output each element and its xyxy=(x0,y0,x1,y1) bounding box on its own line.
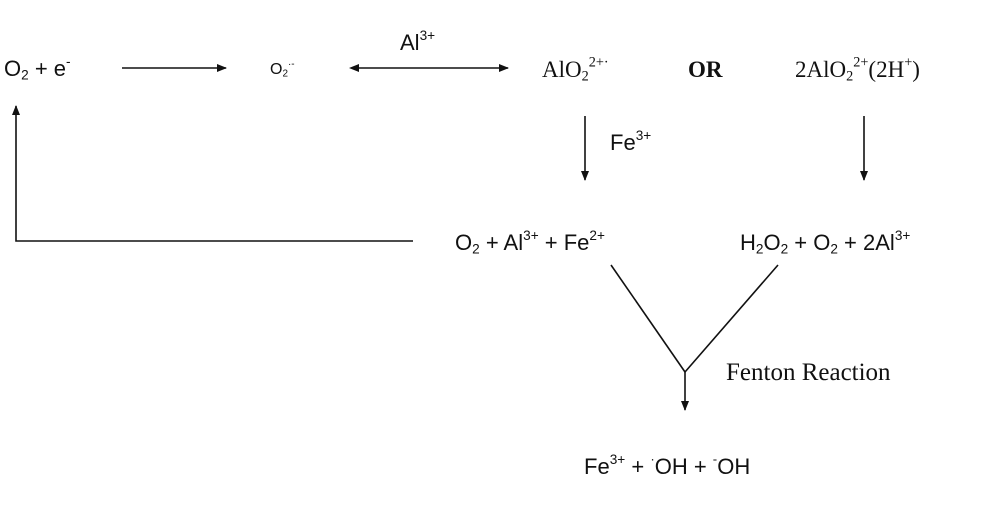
fenton-branch-left xyxy=(610,264,686,373)
label-fenton-reaction: Fenton Reaction xyxy=(726,359,891,386)
node-fenton-products: Fe3+ + ·OH + -OH xyxy=(584,451,751,479)
node-o2-al-fe: O2 + Al3+ + Fe2+ xyxy=(455,228,605,257)
recycle-loop-arrow xyxy=(12,105,413,242)
node-o2-plus-electron: O2 + e- xyxy=(4,54,71,83)
node-h2o2-o2-al: H2O2 + O2 + 2Al3+ xyxy=(740,228,911,257)
label-al3-catalyst: Al3+ xyxy=(400,28,436,55)
label-fe3-reactant: Fe3+ xyxy=(610,128,652,155)
or-connector: OR xyxy=(688,57,723,82)
node-superoxide: O2·- xyxy=(270,58,295,80)
node-alo2-dimer: 2AlO22+(2H+) xyxy=(795,54,920,85)
node-alo2-radical: AlO22+· xyxy=(542,54,609,85)
fenton-branch-right xyxy=(684,264,779,373)
